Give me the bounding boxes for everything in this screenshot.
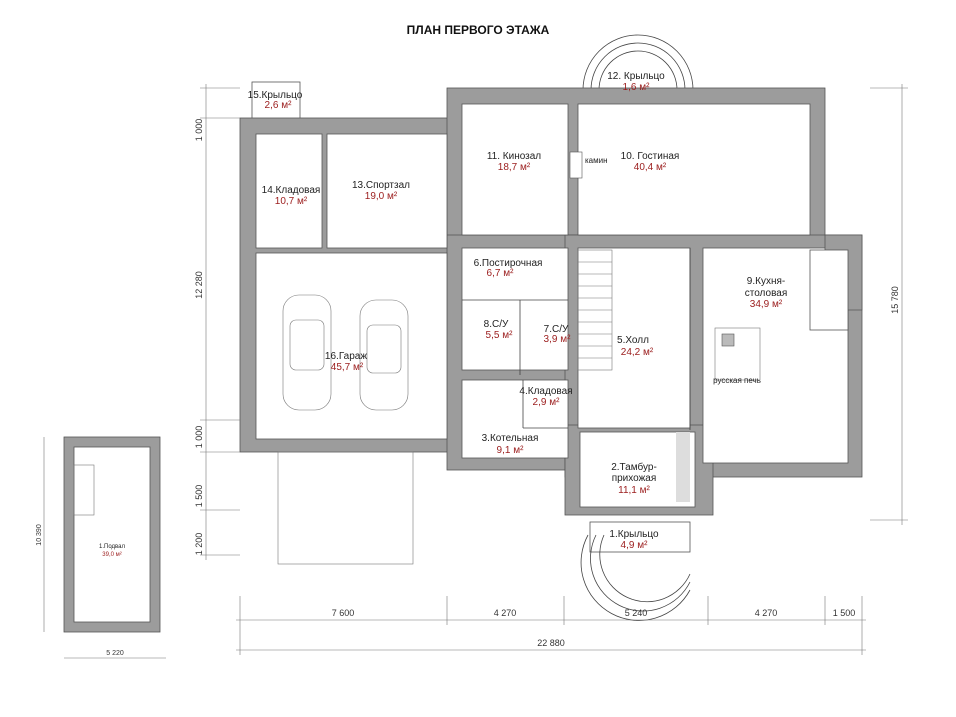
basement-plan: 1.Подвал 39,0 м² 10 390 5 220 bbox=[36, 436, 166, 659]
stairs bbox=[577, 249, 613, 371]
room-name: 12. Крыльцо bbox=[607, 71, 665, 82]
basement-dim-height: 10 390 bbox=[36, 524, 43, 546]
porch-12-arcs bbox=[582, 34, 694, 91]
dimension-lines bbox=[200, 84, 908, 655]
porch-1 bbox=[580, 521, 691, 621]
room-name: 1.Крыльцо bbox=[609, 529, 659, 540]
dim-total-label: 22 880 bbox=[537, 638, 565, 648]
fireplace bbox=[569, 151, 583, 179]
basement-area: 39,0 м² bbox=[102, 552, 121, 558]
room-name: 15.Крыльцо bbox=[248, 90, 303, 101]
room-name: 10. Гостиная bbox=[621, 151, 680, 162]
dim-label: 12 280 bbox=[194, 271, 204, 299]
room-area: 9,1 м² bbox=[497, 445, 525, 456]
walls bbox=[239, 87, 863, 516]
driveway bbox=[277, 451, 414, 565]
room-name: 2.Тамбур- bbox=[611, 461, 657, 473]
room-name: 9.Кухня- bbox=[747, 276, 785, 287]
room-area: 4,9 м² bbox=[621, 540, 649, 551]
partitions bbox=[462, 151, 761, 430]
room-name: столовая bbox=[745, 288, 788, 299]
room-name: 7.С/У bbox=[544, 324, 569, 335]
room-labels: 1.Крыльцо 4,9 м² 2.Тамбур- прихожая 11,1… bbox=[248, 71, 788, 551]
room-area: 18,7 м² bbox=[498, 162, 531, 173]
room-name: 16.Гараж bbox=[325, 351, 367, 362]
dim-label: 5 240 bbox=[625, 608, 648, 618]
room-area: 2,6 м² bbox=[265, 100, 293, 111]
dim-label: 1 200 bbox=[194, 533, 204, 556]
dim-label: 1 000 bbox=[194, 119, 204, 142]
dimension-labels: 7 600 4 270 5 240 4 270 1 500 22 880 1 0… bbox=[194, 119, 900, 648]
dim-label: 1 500 bbox=[833, 608, 856, 618]
basement-dim-width: 5 220 bbox=[106, 650, 124, 657]
fireplace-label: камин bbox=[585, 156, 608, 165]
room-name: 6.Постирочная bbox=[474, 258, 543, 269]
room-name: 4.Кладовая bbox=[519, 386, 572, 397]
room-area: 24,2 м² bbox=[621, 347, 654, 358]
dim-label: 7 600 bbox=[332, 608, 355, 618]
cars bbox=[282, 294, 409, 411]
room-name: прихожая bbox=[612, 473, 657, 484]
room-area: 5,5 м² bbox=[486, 330, 514, 341]
dim-label: 1 000 bbox=[194, 426, 204, 449]
room-area: 3,9 м² bbox=[544, 334, 572, 345]
room-name: 3.Котельная bbox=[482, 433, 539, 444]
plan-title: ПЛАН ПЕРВОГО ЭТАЖА bbox=[407, 23, 550, 37]
room-area: 11,1 м² bbox=[618, 485, 650, 496]
room-area: 40,4 м² bbox=[634, 162, 667, 173]
room-name: 11. Кинозал bbox=[487, 151, 541, 162]
room-area: 34,9 м² bbox=[750, 299, 783, 310]
room-area: 45,7 м² bbox=[331, 362, 364, 373]
room-name: 8.С/У bbox=[484, 319, 509, 330]
stove-label: русская печь bbox=[713, 376, 761, 385]
dim-label: 4 270 bbox=[755, 608, 778, 618]
porch-15 bbox=[251, 81, 301, 121]
dim-label: 4 270 bbox=[494, 608, 517, 618]
basement-name: 1.Подвал bbox=[99, 544, 125, 550]
room-area: 2,9 м² bbox=[533, 397, 561, 408]
dim-right-label: 15 780 bbox=[890, 286, 900, 314]
room-area: 19,0 м² bbox=[365, 191, 398, 202]
dim-label: 1 500 bbox=[194, 485, 204, 508]
room-area: 6,7 м² bbox=[487, 268, 515, 279]
room-name: 13.Спортзал bbox=[352, 180, 410, 191]
room-area: 1,6 м² bbox=[623, 82, 651, 93]
room-name: 5.Холл bbox=[617, 335, 649, 346]
room-name: 14.Кладовая bbox=[262, 185, 321, 196]
room-area: 10,7 м² bbox=[275, 196, 308, 207]
